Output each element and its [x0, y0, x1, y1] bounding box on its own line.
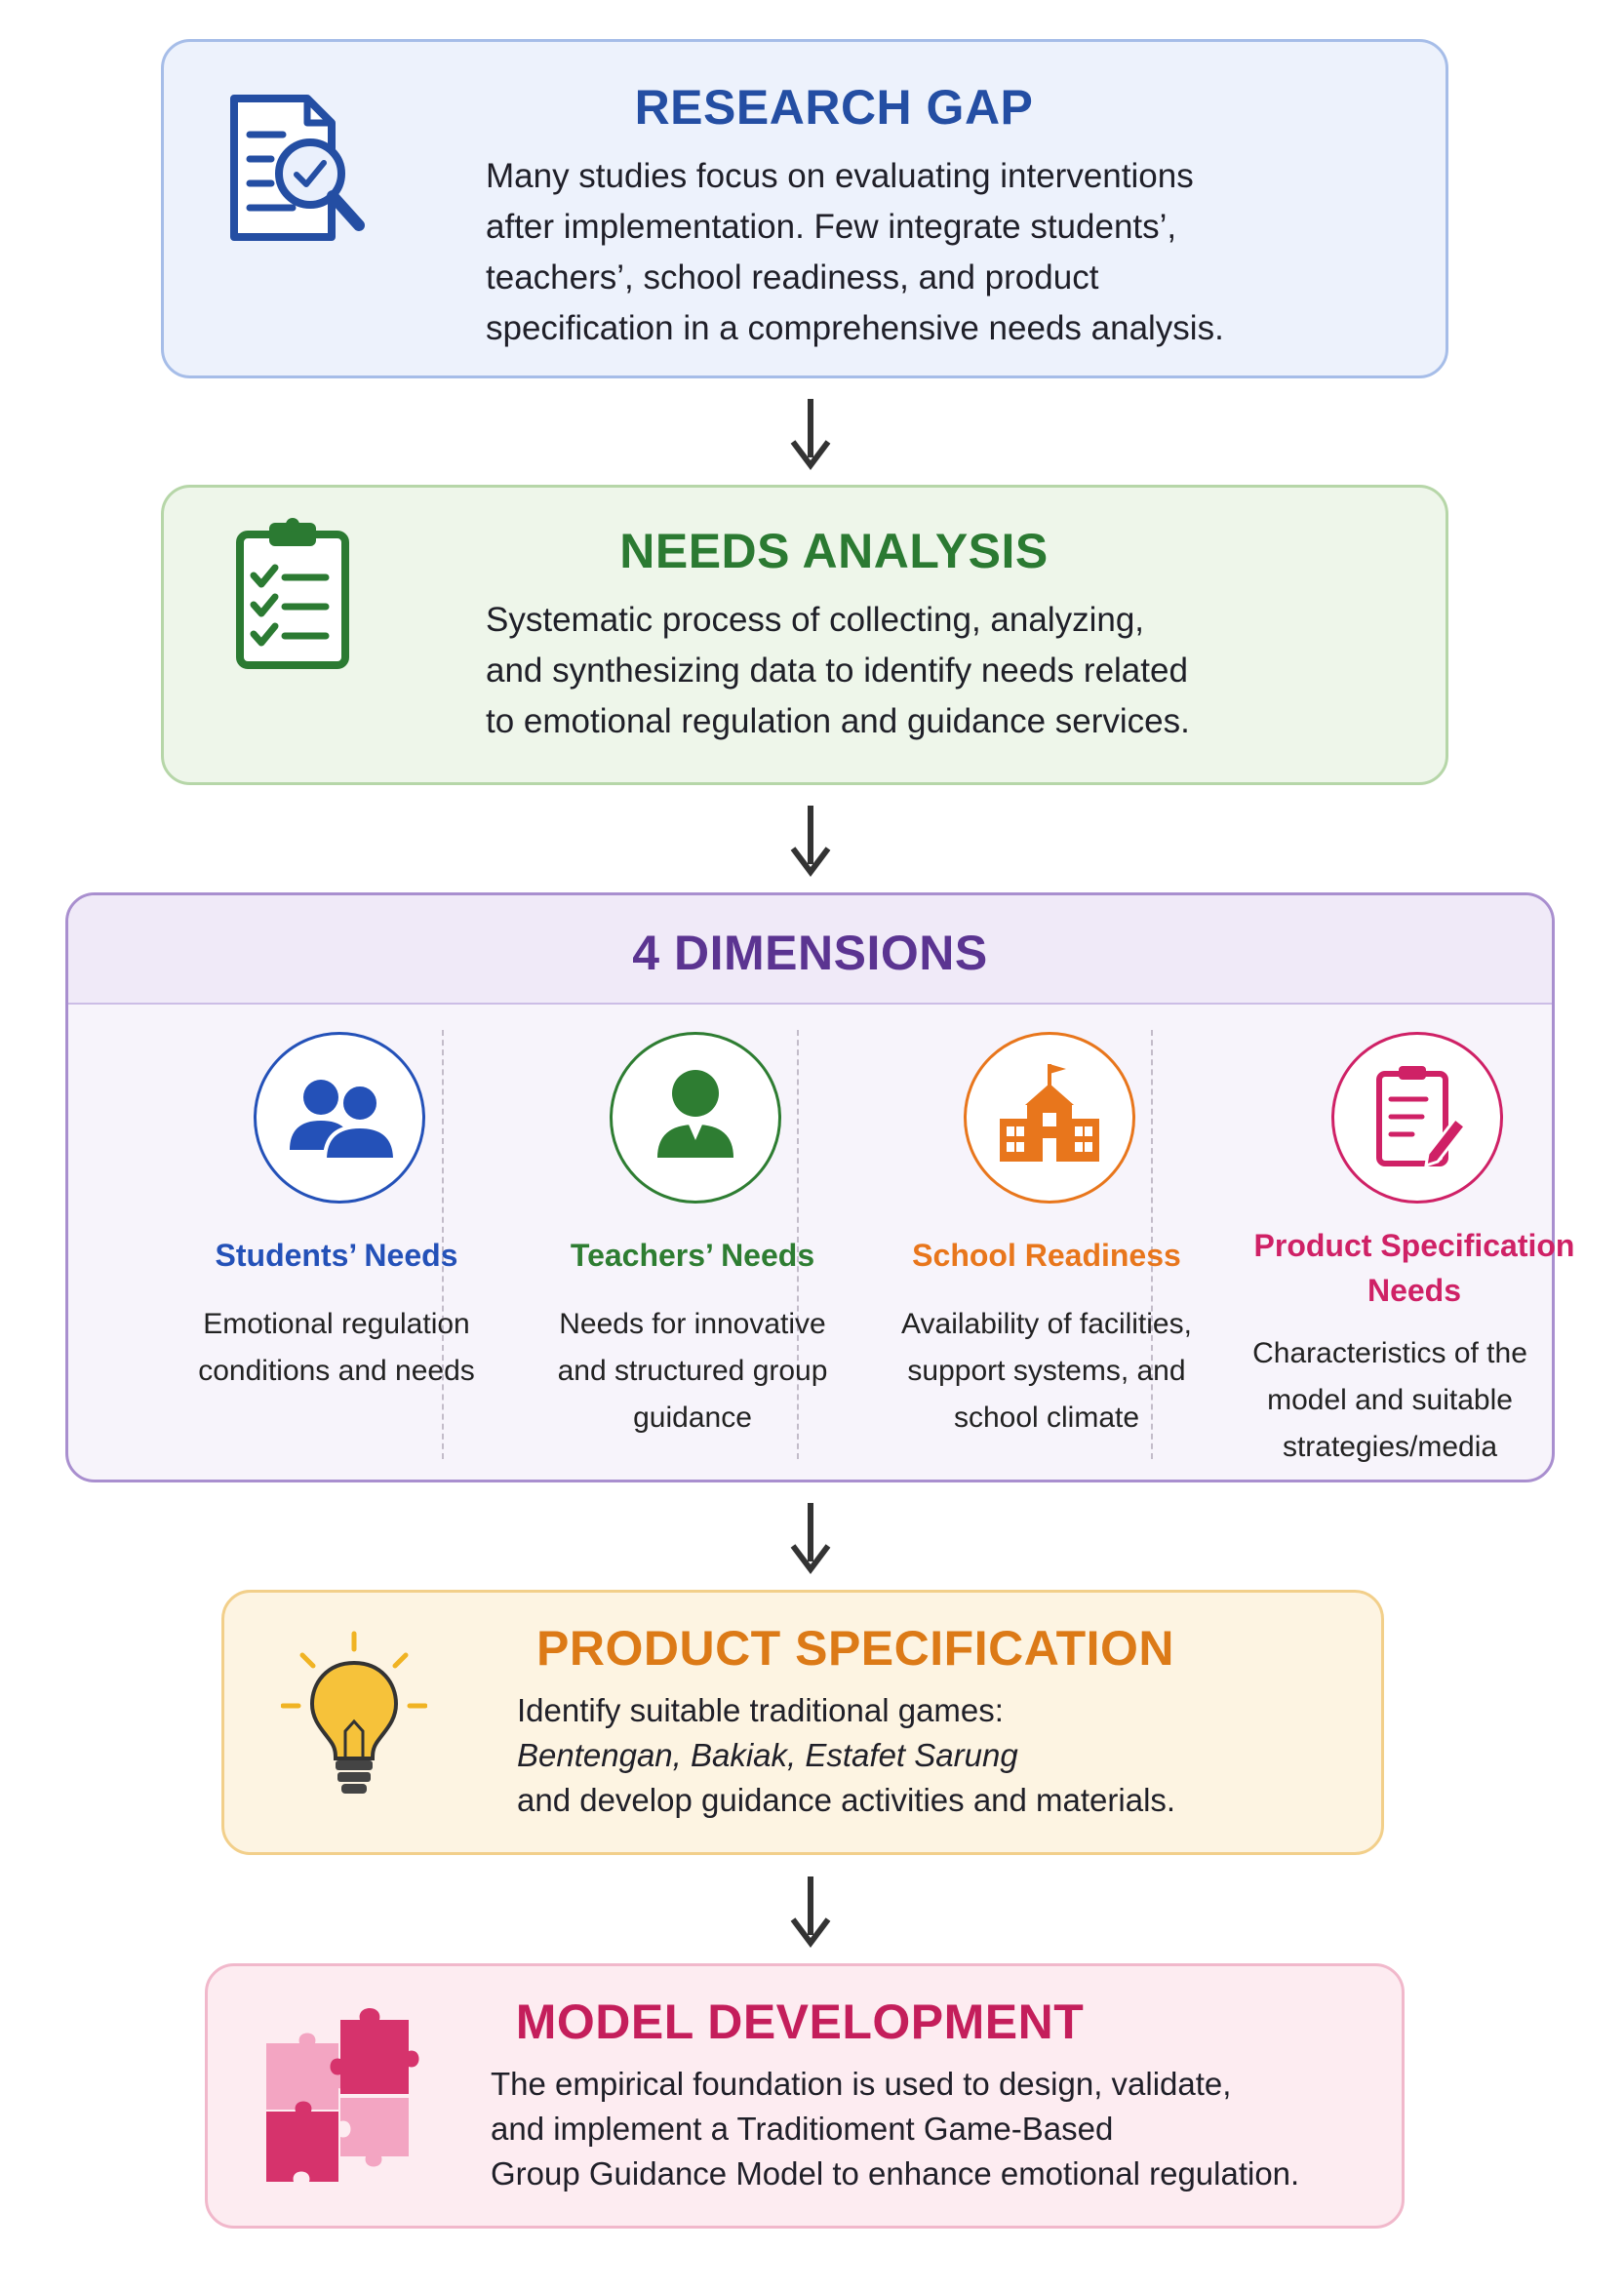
product-specification-description: Identify suitable traditional games: Ben…	[517, 1688, 1175, 1823]
clipboard-pencil-icon	[1331, 1032, 1503, 1204]
flow-arrow-down-icon	[790, 399, 831, 470]
model-development-title: MODEL DEVELOPMENT	[515, 1995, 1085, 2049]
research-gap-title: RESEARCH GAP	[634, 80, 1034, 135]
research-gap-description: Many studies focus on evaluating interve…	[486, 151, 1224, 354]
description-line: Many studies focus on evaluating interve…	[486, 157, 1194, 195]
model-development-description: The empirical foundation is used to desi…	[491, 2062, 1299, 2196]
needs-analysis-description: Systematic process of collecting, analyz…	[486, 595, 1190, 747]
students-group-icon	[254, 1032, 425, 1204]
dimensions-title: 4 DIMENSIONS	[632, 926, 988, 980]
dimension-description-line: conditions and needs	[198, 1355, 475, 1387]
dimension-title-line: Needs	[1367, 1273, 1462, 1308]
teacher-person-icon	[610, 1032, 781, 1204]
dimension-description: Emotional regulation conditions and need…	[151, 1301, 522, 1395]
dimension-description-line: guidance	[633, 1402, 752, 1434]
dimension-title: School Readiness	[852, 1233, 1242, 1278]
model-development-box: MODEL DEVELOPMENT The empirical foundati…	[205, 1963, 1405, 2229]
flow-arrow-down-icon	[790, 1876, 831, 1948]
lightbulb-icon	[281, 1631, 427, 1794]
dimensions-header	[68, 895, 1552, 1005]
column-divider	[1151, 1030, 1153, 1459]
dimension-description-line: support systems, and	[907, 1355, 1186, 1387]
dimension-title-line: Teachers’ Needs	[570, 1238, 815, 1273]
dimension-description-line: Characteristics of the	[1252, 1337, 1527, 1369]
column-divider	[442, 1030, 444, 1459]
description-line: to emotional regulation and guidance ser…	[486, 702, 1190, 740]
column-divider	[797, 1030, 799, 1459]
dimension-description: Characteristics of the model and suitabl…	[1205, 1330, 1575, 1471]
description-line: Identify suitable traditional games:	[517, 1692, 1004, 1728]
product-specification-title: PRODUCT SPECIFICATION	[536, 1621, 1175, 1676]
dimension-title-line: School Readiness	[912, 1238, 1181, 1273]
dimension-title: Product Specification Needs	[1219, 1223, 1609, 1313]
dimension-description: Needs for innovative and structured grou…	[507, 1301, 878, 1442]
needs-analysis-title: NEEDS ANALYSIS	[619, 524, 1049, 578]
description-line: Group Guidance Model to enhance emotiona…	[491, 2155, 1300, 2192]
description-line: and implement a Traditioment Game-Based	[491, 2111, 1114, 2147]
product-specification-box: PRODUCT SPECIFICATION Identify suitable …	[221, 1590, 1384, 1855]
dimension-description-line: Needs for innovative	[559, 1308, 826, 1340]
dimensions-box: 4 DIMENSIONS Students’ Needs Emotional r…	[65, 892, 1574, 1482]
description-line: The empirical foundation is used to desi…	[491, 2066, 1232, 2102]
flow-arrow-down-icon	[790, 1503, 831, 1574]
description-line: teachers’, school readiness, and product	[486, 258, 1099, 296]
school-building-icon	[964, 1032, 1135, 1204]
dimension-description-line: Availability of facilities,	[901, 1308, 1192, 1340]
dimension-title-line: Students’ Needs	[215, 1238, 458, 1273]
flow-arrow-down-icon	[790, 806, 831, 877]
puzzle-pieces-icon	[266, 2008, 419, 2182]
dimension-title: Teachers’ Needs	[497, 1233, 888, 1278]
traditional-games-list: Bentengan, Bakiak, Estafet Sarung	[517, 1737, 1018, 1773]
dimension-description-line: Emotional regulation	[203, 1308, 470, 1340]
description-line: after implementation. Few integrate stud…	[486, 208, 1177, 246]
document-magnifier-icon	[230, 95, 365, 241]
dimension-description-line: and structured group	[557, 1355, 828, 1387]
dimension-description-line: school climate	[953, 1402, 1140, 1434]
dimension-title: Students’ Needs	[141, 1233, 532, 1278]
dimension-description-line: strategies/media	[1282, 1431, 1498, 1463]
clipboard-checklist-icon	[236, 518, 349, 669]
dimension-description: Availability of facilities, support syst…	[861, 1301, 1232, 1442]
needs-analysis-box: NEEDS ANALYSIS Systematic process of col…	[161, 485, 1448, 785]
description-line: and develop guidance activities and mate…	[517, 1782, 1176, 1818]
description-line: specification in a comprehensive needs a…	[486, 309, 1224, 347]
dimension-title-line: Product Specification	[1253, 1228, 1575, 1263]
description-line: and synthesizing data to identify needs …	[486, 652, 1188, 690]
description-line: Systematic process of collecting, analyz…	[486, 601, 1145, 639]
dimension-description-line: model and suitable	[1267, 1384, 1513, 1416]
research-gap-box: RESEARCH GAP Many studies focus on evalu…	[161, 39, 1448, 378]
